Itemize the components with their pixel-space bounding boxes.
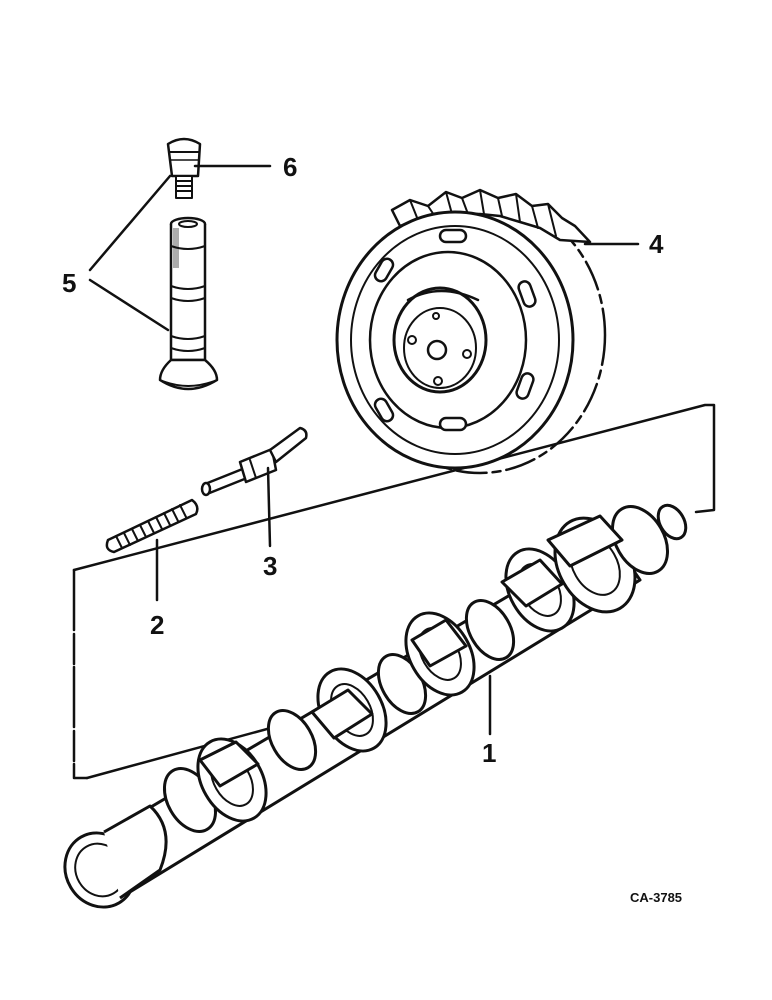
callout-leaders [88, 164, 640, 736]
part-5-tappet [158, 216, 219, 391]
callout-5: 5 [62, 268, 76, 298]
part-4-gear [335, 188, 607, 475]
part-2-spring [105, 498, 199, 554]
callout-2: 2 [150, 610, 164, 640]
drawing-code: CA-3785 [630, 890, 682, 905]
callout-3: 3 [263, 551, 277, 581]
callout-1: 1 [482, 738, 496, 768]
part-6-plug [166, 137, 202, 199]
part-1-camshaft [63, 503, 688, 909]
callout-4: 4 [649, 229, 664, 259]
callout-6: 6 [283, 152, 297, 182]
part-3-pin [200, 426, 308, 497]
